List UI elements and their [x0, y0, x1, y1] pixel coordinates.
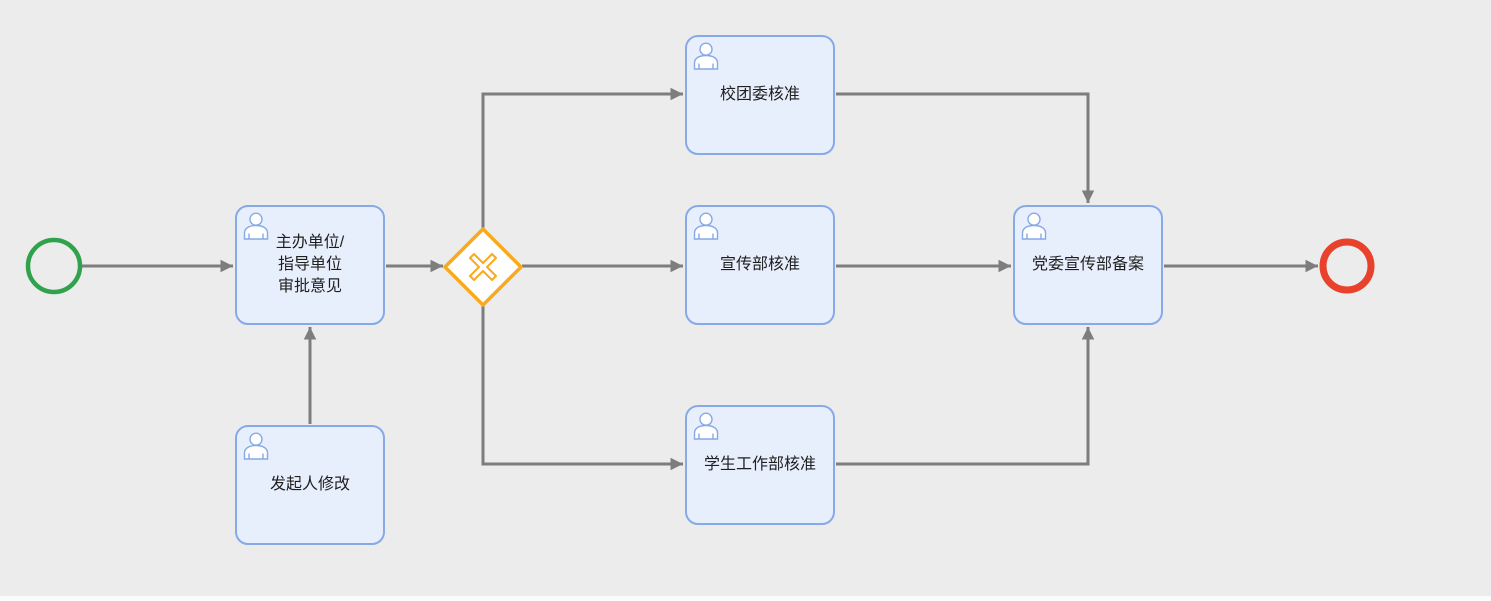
task-label: 学生工作部核准: [703, 456, 816, 473]
flow-youth-league-to-party-filing[interactable]: [836, 92, 1095, 203]
end-event[interactable]: [1319, 238, 1375, 294]
task-label: 宣传部核准: [719, 256, 800, 273]
flow-gateway-to-student-work[interactable]: [481, 306, 683, 471]
task-label: 发起人修改: [269, 476, 350, 493]
task-youth-league-approve[interactable]: 校团委核准: [685, 35, 835, 155]
user-icon: [241, 211, 271, 241]
user-icon: [241, 431, 271, 461]
user-icon: [691, 411, 721, 441]
user-icon: [1019, 211, 1049, 241]
user-icon: [691, 41, 721, 71]
bottom-edge-strip: [0, 596, 1491, 601]
task-host-approval[interactable]: 主办单位/ 指导单位 审批意见: [235, 205, 385, 325]
flow-student-work-to-party-filing[interactable]: [836, 327, 1095, 466]
task-student-work-approve[interactable]: 学生工作部核准: [685, 405, 835, 525]
gateway-x-icon: [469, 253, 497, 281]
start-event[interactable]: [25, 237, 83, 295]
task-label: 校团委核准: [719, 86, 800, 103]
task-initiator-modify[interactable]: 发起人修改: [235, 425, 385, 545]
exclusive-gateway[interactable]: [443, 227, 523, 307]
user-icon: [691, 211, 721, 241]
task-label: 主办单位/ 指导单位 审批意见: [275, 234, 345, 295]
gateway-diamond[interactable]: [443, 227, 523, 307]
flow-gateway-to-youth-league[interactable]: [481, 87, 683, 228]
task-label: 党委宣传部备案: [1031, 256, 1144, 273]
task-party-propaganda-filing[interactable]: 党委宣传部备案: [1013, 205, 1163, 325]
task-propaganda-approve[interactable]: 宣传部核准: [685, 205, 835, 325]
